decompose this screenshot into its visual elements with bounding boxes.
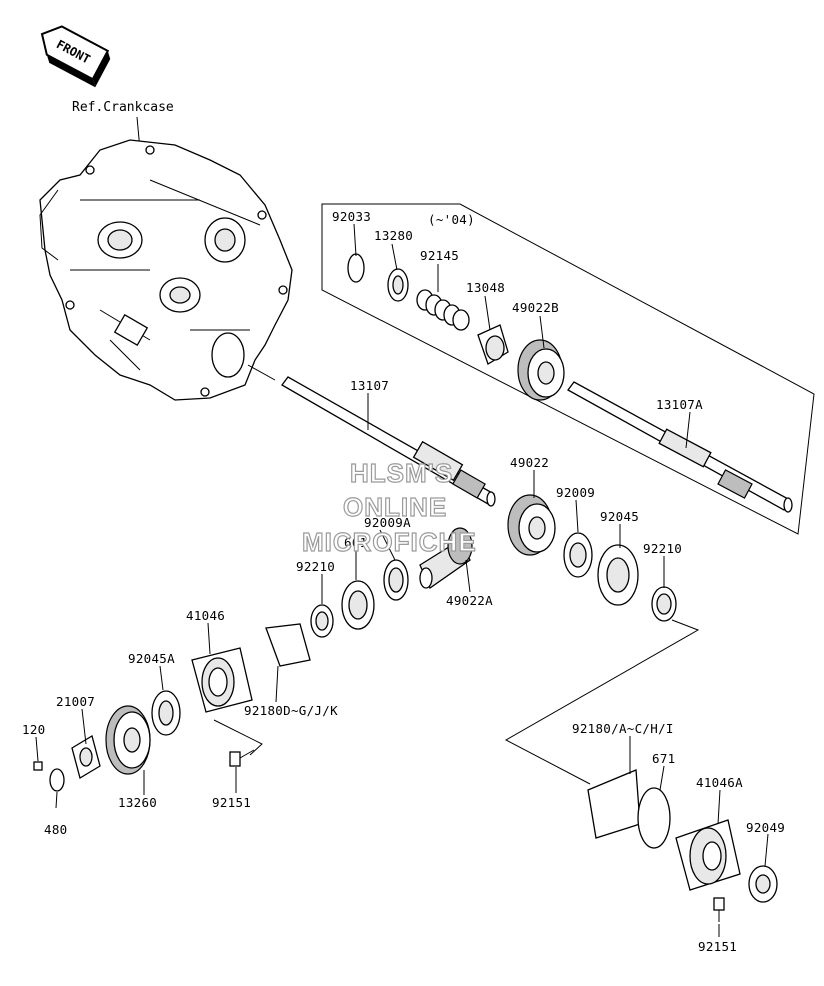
part-480-circlip xyxy=(49,768,65,792)
label-92180ACHI: 92180/A~C/H/I xyxy=(572,721,674,736)
part-601-bearing xyxy=(341,580,375,630)
label-leader-lines xyxy=(35,223,769,937)
part-92045-bearing xyxy=(597,544,639,606)
part-671-o-ring xyxy=(637,787,671,849)
part-49022A-gear xyxy=(419,527,473,589)
watermark-line-1: HLSM'S xyxy=(350,458,453,488)
part-92210-seal-left xyxy=(310,604,334,638)
part-41046-housing xyxy=(191,647,253,713)
part-92009-collar xyxy=(563,532,593,578)
label-92033: 92033 xyxy=(332,209,371,224)
part-49022-gear xyxy=(507,494,556,556)
label-92009A: 92009A xyxy=(364,515,411,530)
label-41046: 41046 xyxy=(186,608,225,623)
label-120: 120 xyxy=(22,722,45,737)
part-41046A-housing xyxy=(675,819,741,891)
crankcase-illustration xyxy=(39,139,293,401)
part-92180-gasket-right xyxy=(587,769,641,839)
front-arrow-badge: FRONT xyxy=(40,25,111,88)
part-92151-bolt-right xyxy=(713,897,725,922)
label-13280: 13280 xyxy=(374,228,413,243)
part-120-bolt xyxy=(33,761,43,771)
part-labels: 92033 (~'04) 13280 92145 13048 49022B 13… xyxy=(22,209,785,954)
part-92049-seal xyxy=(748,865,778,903)
label-92151-left: 92151 xyxy=(212,795,251,810)
part-92045A-bearing xyxy=(151,690,181,736)
watermark-line-3: MICROFICHE xyxy=(302,527,477,557)
label-92009: 92009 xyxy=(556,485,595,500)
label-92210-left: 92210 xyxy=(296,559,335,574)
part-92180D-gasket xyxy=(265,623,311,667)
label-92045: 92045 xyxy=(600,509,639,524)
part-92033-circlip xyxy=(347,253,365,283)
label-671: 671 xyxy=(652,751,675,766)
label-480: 480 xyxy=(44,822,67,837)
crankcase-reference-label: Ref.Crankcase xyxy=(72,100,174,115)
part-13048-dog xyxy=(477,324,509,365)
part-13107-shaft xyxy=(281,376,496,507)
watermark-line-2: ONLINE xyxy=(343,492,447,522)
label-92210-right: 92210 xyxy=(643,541,682,556)
bolt-left-leader xyxy=(213,719,263,756)
label-49022: 49022 xyxy=(510,455,549,470)
part-13260-gear xyxy=(105,705,151,775)
label-13107: 13107 xyxy=(350,378,389,393)
label-92151-right: 92151 xyxy=(698,939,737,954)
part-92210-seal-right xyxy=(651,586,677,622)
right-group-leader xyxy=(504,619,700,785)
part-21007-plate xyxy=(71,734,101,780)
part-92145-spring xyxy=(416,289,470,331)
part-49022B-gear xyxy=(517,339,565,401)
label-49022A: 49022A xyxy=(446,593,493,608)
label-13260: 13260 xyxy=(118,795,157,810)
part-92009A-collar xyxy=(383,559,409,601)
label-92180DGJK: 92180D~G/J/K xyxy=(244,703,338,718)
label-92045A: 92045A xyxy=(128,651,175,666)
label-92145: 92145 xyxy=(420,248,459,263)
label-13048: 13048 xyxy=(466,280,505,295)
part-92151-bolt-left xyxy=(229,749,255,767)
label-13107A: 13107A xyxy=(656,397,703,412)
label-49022B: 49022B xyxy=(512,300,559,315)
label-04-note: (~'04) xyxy=(428,212,475,227)
watermark: HLSM'S ONLINE MICROFICHE xyxy=(301,457,477,557)
inset-box-04 xyxy=(321,203,815,535)
part-13107A-shaft xyxy=(567,381,793,513)
label-41046A: 41046A xyxy=(696,775,743,790)
part-13280-washer xyxy=(387,268,409,302)
label-21007: 21007 xyxy=(56,694,95,709)
label-92049: 92049 xyxy=(746,820,785,835)
crankcase-shaft-leader xyxy=(247,364,276,381)
label-601: 601 xyxy=(344,535,367,550)
